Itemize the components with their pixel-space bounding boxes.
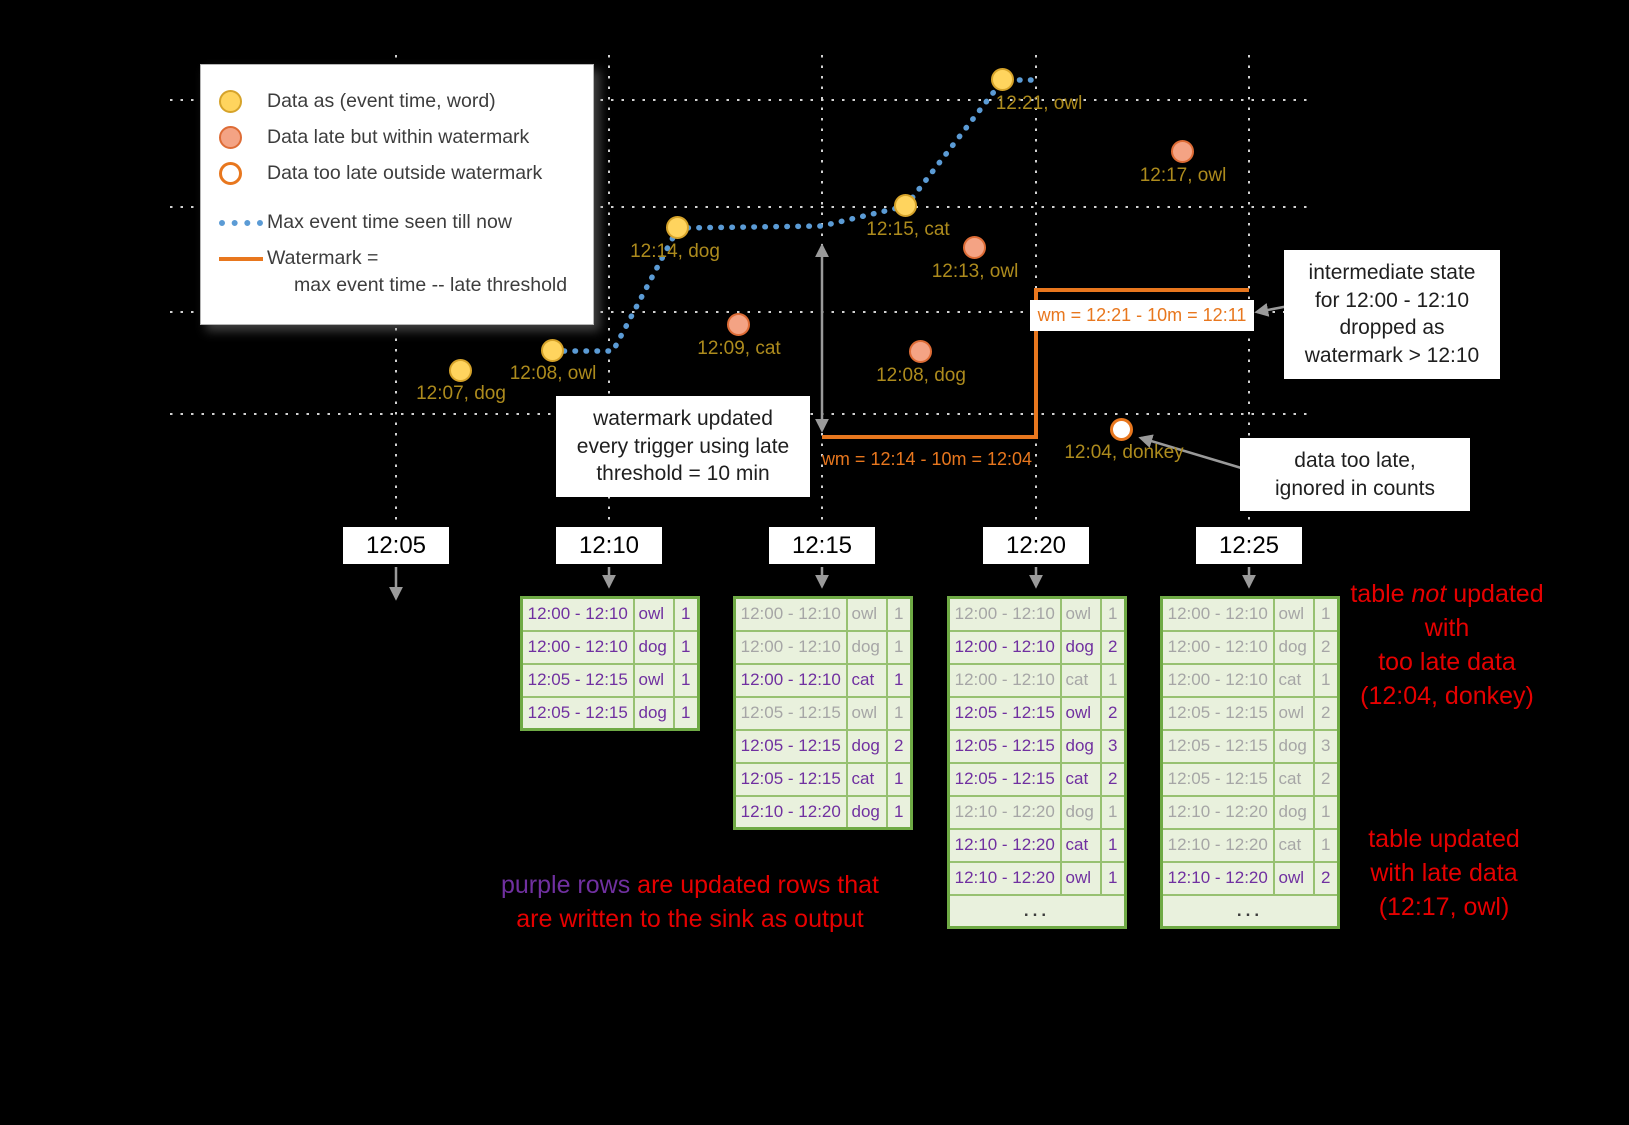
note-table-not-updated: table not updated with too late data (12… bbox=[1346, 577, 1548, 713]
callout-intermediate-state: intermediate state for 12:00 - 12:10 dro… bbox=[1284, 250, 1500, 379]
note-text-segment: table bbox=[1350, 580, 1412, 608]
legend-label-block: Watermark = max event time -- late thresh… bbox=[267, 245, 567, 299]
callout-data-too-late: data too late, ignored in counts bbox=[1240, 438, 1470, 512]
toolate-dot-icon bbox=[219, 160, 267, 187]
late-dot-icon bbox=[219, 124, 267, 151]
watermark-line bbox=[822, 288, 1249, 439]
legend-label-block: Data late but within watermark bbox=[267, 124, 529, 151]
ontime-dot-icon bbox=[219, 88, 267, 115]
legend-label-block: Max event time seen till now bbox=[267, 209, 512, 236]
legend-label: Data as (event time, word) bbox=[267, 90, 496, 112]
legend-label: Max event time seen till now bbox=[267, 211, 512, 233]
legend-label-block: Data as (event time, word) bbox=[267, 88, 496, 115]
legend: Data as (event time, word) Data late but … bbox=[200, 64, 594, 325]
legend-item: Data too late outside watermark bbox=[219, 160, 575, 187]
note-text-segment: table updated with late data (12:17, owl… bbox=[1368, 825, 1520, 921]
legend-label: Watermark = bbox=[267, 247, 379, 269]
max-event-time-line-icon bbox=[219, 209, 267, 236]
legend-item: Max event time seen till now bbox=[219, 209, 575, 236]
note-text-segment: purple rows bbox=[500, 871, 631, 899]
watermark-line-icon bbox=[219, 245, 267, 272]
note-text-segment: not bbox=[1411, 580, 1447, 608]
legend-item: Data late but within watermark bbox=[219, 124, 575, 151]
callout-watermark-updated: watermark updated every trigger using la… bbox=[556, 396, 810, 498]
legend-label: Data late but within watermark bbox=[267, 126, 530, 148]
note-text-segment: updated with too late data (12:04, donke… bbox=[1360, 580, 1544, 710]
note-text-segment: are updated rows that are written to the… bbox=[516, 871, 879, 933]
legend-sublabel: max event time -- late threshold bbox=[294, 274, 568, 296]
legend-label-block: Data too late outside watermark bbox=[267, 160, 542, 187]
legend-label: Data too late outside watermark bbox=[267, 162, 543, 184]
legend-items: Data as (event time, word) Data late but … bbox=[219, 88, 575, 299]
note-purple-rows: purple rows are updated rows that are wr… bbox=[438, 868, 942, 936]
legend-item: Data as (event time, word) bbox=[219, 88, 575, 115]
max-event-time-line bbox=[550, 77, 1043, 354]
trigger-tick-arrows bbox=[389, 567, 1256, 601]
too-late-arrow bbox=[1138, 434, 1249, 472]
legend-item: Watermark = max event time -- late thresh… bbox=[219, 245, 575, 299]
note-table-updated-with-late-data: table updated with late data (12:17, owl… bbox=[1346, 822, 1542, 924]
